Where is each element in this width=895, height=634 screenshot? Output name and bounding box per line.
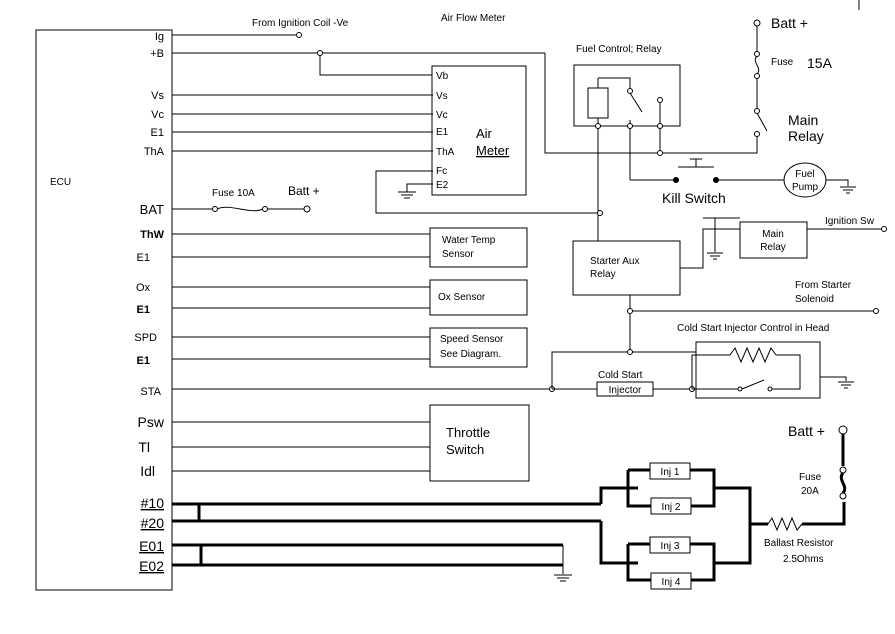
batt-inj-terminal xyxy=(838,425,848,435)
am-pin-vc: Vc xyxy=(436,110,448,121)
ox-sensor-box xyxy=(429,279,528,316)
ignition-sw-terminal xyxy=(881,226,887,232)
main-relay-box xyxy=(739,221,808,259)
fuse-15a xyxy=(754,55,760,75)
speed-sensor-label-2: See Diagram. xyxy=(440,349,501,360)
speed-sensor-label-1: Speed Sensor xyxy=(440,334,504,345)
kill-switch-label: Kill Switch xyxy=(662,190,726,206)
pin-bat: BAT xyxy=(140,202,164,217)
pin-spd: SPD xyxy=(134,332,157,344)
pin-e1-airmeter: E1 xyxy=(151,127,164,139)
ecu-box xyxy=(35,29,173,591)
ballast-label-1: Ballast Resistor xyxy=(764,538,834,549)
air-meter-name-1: Air xyxy=(476,126,493,141)
cold-start-label-1: Cold Start xyxy=(598,370,643,381)
pin-ig: Ig xyxy=(155,31,164,43)
pin-e01: E01 xyxy=(139,538,164,554)
fuse-top-rating: 15A xyxy=(807,55,833,71)
batt-inj-label: Batt + xyxy=(788,423,825,439)
batt-bat-label: Batt + xyxy=(288,184,320,198)
starter-aux-relay-box xyxy=(572,240,681,296)
main-relay-box-label-2: Relay xyxy=(760,242,786,253)
batt-top-terminal xyxy=(753,19,761,27)
from-starter-label-2: Solenoid xyxy=(795,294,834,305)
water-temp-sensor-box xyxy=(429,227,528,268)
pin-inj10: #10 xyxy=(141,495,165,511)
pin-plus-b: +B xyxy=(150,48,164,60)
ecu-label: ECU xyxy=(50,177,71,188)
pin-vc: Vc xyxy=(151,109,164,121)
junction xyxy=(317,50,323,56)
air-meter-box xyxy=(431,65,527,196)
fuel-relay-label: Fuel Control; Relay xyxy=(576,44,662,55)
ballast-label-2: 2.5Ohms xyxy=(783,554,824,565)
fuel-pump-label-1: Fuel xyxy=(795,169,814,180)
starter-aux-label-2: Relay xyxy=(590,269,616,280)
afm-title: Air Flow Meter xyxy=(441,13,506,24)
ballast-resistor xyxy=(767,516,803,532)
pin-e1-water: E1 xyxy=(137,252,150,264)
heater-coil xyxy=(729,346,777,364)
fuse-inj-label: Fuse xyxy=(799,472,822,483)
cold-start-label-2: Injector xyxy=(609,385,642,396)
pin-vs: Vs xyxy=(151,90,164,102)
fuse-inj-rating: 20A xyxy=(801,486,819,497)
ign-coil-terminal xyxy=(296,32,302,38)
am-pin-fc: Fc xyxy=(436,166,447,177)
pin-psw: Psw xyxy=(138,414,165,430)
batt-bat-terminal xyxy=(303,205,311,213)
fuse-10a-label: Fuse 10A xyxy=(212,188,255,199)
relay-contact xyxy=(629,92,643,113)
throttle-label-1: Throttle xyxy=(446,425,490,440)
throttle-label-2: Switch xyxy=(446,442,484,457)
pin-thw: ThW xyxy=(140,229,164,241)
inj4-label: Inj 4 xyxy=(662,577,681,588)
water-temp-label-1: Water Temp xyxy=(442,235,496,246)
fuse-top-label: Fuse xyxy=(771,57,794,68)
pin-inj20: #20 xyxy=(141,515,165,531)
inj2-label: Inj 2 xyxy=(662,502,681,513)
speed-sensor-box xyxy=(429,327,528,368)
pin-e02: E02 xyxy=(139,558,164,574)
main-relay-box-label-1: Main xyxy=(762,229,784,240)
ignition-sw-label: Ignition Sw xyxy=(825,216,875,227)
am-pin-e2: E2 xyxy=(436,180,449,191)
pin-tha: ThA xyxy=(144,146,165,158)
am-pin-tha: ThA xyxy=(436,147,455,158)
fuse-10a xyxy=(216,206,264,212)
am-pin-e1: E1 xyxy=(436,127,449,138)
fuel-pump-label-2: Pump xyxy=(792,182,819,193)
relay-coil xyxy=(587,87,609,119)
pin-e1-speed: E1 xyxy=(137,355,150,367)
starter-solenoid-terminal xyxy=(873,308,879,314)
air-meter-name-2: Meter xyxy=(476,143,510,158)
fuse-20a xyxy=(839,472,847,494)
am-pin-vs: Vs xyxy=(436,91,448,102)
inj3-label: Inj 3 xyxy=(661,541,680,552)
pin-sta: STA xyxy=(140,386,161,398)
throttle-switch-box xyxy=(429,404,530,482)
main-relay-contact xyxy=(756,112,768,132)
bimetal-switch xyxy=(741,379,765,390)
am-pin-vb: Vb xyxy=(436,71,449,82)
main-relay-label-2: Relay xyxy=(788,128,824,144)
from-starter-label-1: From Starter xyxy=(795,280,852,291)
ox-sensor-label: Ox Sensor xyxy=(438,292,486,303)
ign-coil-label: From Ignition Coil -Ve xyxy=(252,18,349,29)
main-relay-label-1: Main xyxy=(788,112,818,128)
pin-idl: Idl xyxy=(140,463,155,479)
starter-aux-label-1: Starter Aux xyxy=(590,256,639,267)
inj1-label: Inj 1 xyxy=(661,467,680,478)
cold-start-ctrl-label: Cold Start Injector Control in Head xyxy=(677,323,829,334)
pin-e1-ox: E1 xyxy=(137,304,150,316)
water-temp-label-2: Sensor xyxy=(442,249,474,260)
pin-tl: Tl xyxy=(138,439,150,455)
batt-top-label: Batt + xyxy=(771,15,808,31)
pin-ox: Ox xyxy=(136,282,151,294)
